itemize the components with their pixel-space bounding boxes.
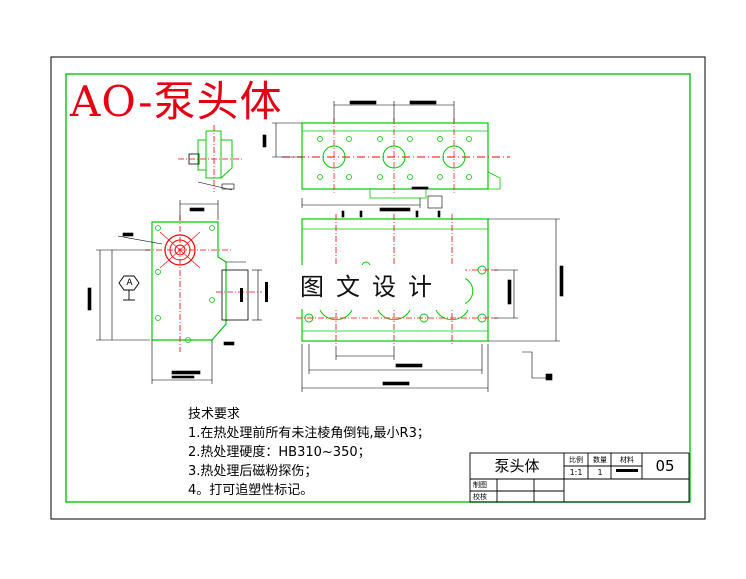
tech-item-1: 1.在热处理前所有未注棱角倒钝,最小R3； — [188, 426, 430, 441]
front-main-view — [296, 210, 564, 392]
tech-item-3: 3.热处理后磁粉探伤； — [188, 464, 318, 479]
title-block-grid — [469, 452, 690, 503]
watermark-text: 图文设计 — [279, 265, 465, 309]
title-block-checked-label: 校核 — [473, 493, 487, 501]
datum-label: A — [126, 278, 133, 288]
material-value-bar — [616, 469, 638, 472]
title-block-scale-label: 比例 — [569, 456, 583, 464]
title-block-material-label: 材料 — [620, 456, 634, 464]
title-block-drawn-label: 制图 — [473, 481, 487, 489]
tech-item-2: 2.热处理硬度：HB310~350； — [188, 445, 371, 460]
title-block-part-name: 泵头体 — [494, 457, 540, 475]
title-block-quantity-value: 1 — [597, 468, 603, 477]
title-block-quantity-label: 数量 — [593, 456, 607, 464]
tech-item-4: 4。打可追塑性标记。 — [188, 483, 314, 498]
side-view — [178, 125, 242, 192]
title-block-scale-value: 1:1 — [569, 468, 583, 477]
top-view — [262, 100, 510, 212]
front-left-view — [87, 200, 268, 384]
tech-heading: 技术要求 — [188, 407, 241, 422]
inner-frame — [65, 73, 691, 503]
technical-requirements: 技术要求 1.在热处理前所有未注棱角倒钝,最小R3； 2.热处理硬度：HB310… — [188, 405, 430, 500]
outer-border — [50, 56, 706, 520]
title-block-drawing-number: 05 — [655, 457, 675, 475]
datum-symbol — [118, 275, 140, 301]
drawing-title: AO-泵头体 — [70, 77, 283, 126]
